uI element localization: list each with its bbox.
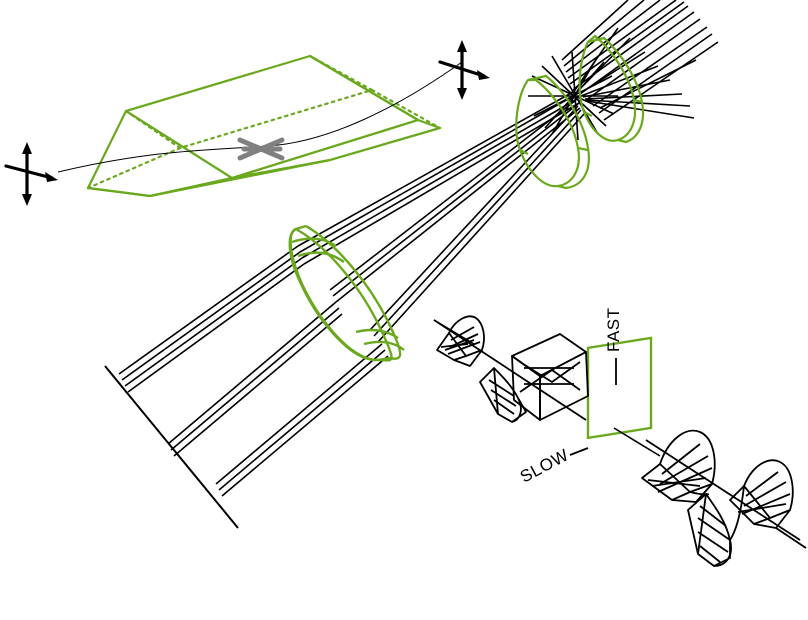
prism-beam-axis xyxy=(57,61,463,173)
prism-block xyxy=(86,54,442,198)
ray-bundle-middle xyxy=(329,99,581,303)
helix-input-pointer-ray xyxy=(433,319,475,345)
fast-axis-label: FAST xyxy=(604,307,623,352)
ray-bundle-collimated-b xyxy=(167,301,343,457)
prism-hidden-edges xyxy=(86,54,442,190)
helix-output xyxy=(641,429,807,567)
beam-bundles xyxy=(118,0,719,497)
beam-axis-marker xyxy=(237,137,285,161)
waveplate-exit-ray xyxy=(613,427,661,457)
waveplate xyxy=(586,336,653,440)
ray-bundle-lower xyxy=(369,105,585,343)
ray-bundle-collimated-a xyxy=(118,245,305,393)
lens-upper-large xyxy=(515,74,590,190)
ray-bundle-upper-left xyxy=(297,91,580,265)
lens-center-large xyxy=(288,224,405,362)
polarization-cross-right xyxy=(438,40,490,100)
slow-axis-label: SLOW xyxy=(517,445,572,486)
helix-input xyxy=(433,315,589,423)
axis-leader-lines xyxy=(569,358,617,456)
lens-upper-small xyxy=(578,34,645,144)
image-plane xyxy=(104,365,239,529)
polarization-cross-left xyxy=(4,142,58,206)
ray-bundle-entrance xyxy=(561,0,719,121)
ray-bundle-collimated-c xyxy=(215,343,389,497)
